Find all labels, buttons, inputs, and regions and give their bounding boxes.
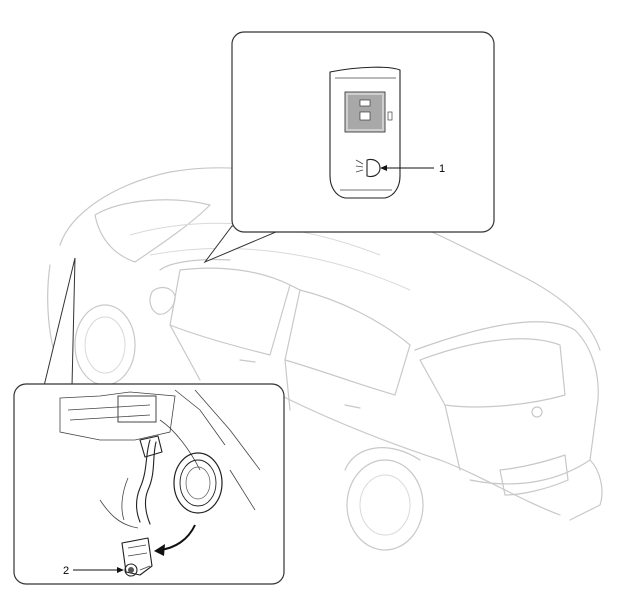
callout-1: 1 xyxy=(380,163,445,175)
headlamp-switch-icon xyxy=(355,158,381,178)
detail-panel-top: 1 xyxy=(203,31,495,264)
headlamp-socket-icon xyxy=(173,452,223,514)
removal-arrow-icon xyxy=(154,524,196,556)
detail-panel-bottom: 2 xyxy=(13,257,285,585)
callout-2: 2 xyxy=(63,565,124,577)
overhead-lamp-panel-icon xyxy=(329,66,401,199)
callout-number-2: 2 xyxy=(63,565,69,577)
vehicle-outline-icon xyxy=(47,167,603,551)
headlamp-bulb-socket-icon xyxy=(121,537,153,577)
engine-bay-illustration xyxy=(59,389,261,529)
callout-number-1: 1 xyxy=(439,163,445,175)
